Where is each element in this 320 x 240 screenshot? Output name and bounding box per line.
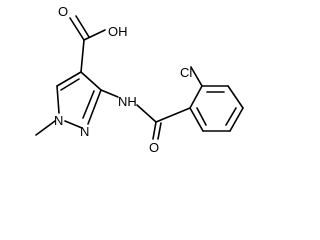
bond-camide-o xyxy=(152,121,157,140)
atom-label-n2: N xyxy=(80,124,89,139)
bond-ar2-cl xyxy=(190,66,203,87)
atom-label-oh: OH xyxy=(108,24,128,39)
atom-label-amide-oxygen: O xyxy=(149,140,159,155)
atom-label-nh: NH xyxy=(118,94,137,109)
bond-ar6-ar1 xyxy=(189,107,204,132)
pyrazole-ring xyxy=(56,71,102,129)
bond-camide-o-double xyxy=(157,122,162,140)
carboxylic-acid-group xyxy=(69,15,106,73)
atom-label-n1: N xyxy=(54,113,63,128)
bond-ar4-ar5 xyxy=(229,107,244,132)
bond-c4-c5 xyxy=(80,71,102,91)
chemical-structure-diagram: OH O NH Cl N N O xyxy=(35,4,244,155)
atom-label-chlorine: Cl xyxy=(180,65,192,80)
bond-n2-c5-inner xyxy=(82,90,95,119)
bond-ar3-ar4 xyxy=(227,85,244,109)
bond-n2-c5 xyxy=(87,89,102,125)
bond-n1-methyl xyxy=(35,120,56,136)
bond-cacid-oh xyxy=(83,29,106,41)
bond-n1-n2 xyxy=(64,120,83,129)
bond-ar4-ar5-inner xyxy=(225,107,237,126)
bond-nh-camide xyxy=(136,104,157,123)
bond-camide-ring xyxy=(155,107,191,123)
atom-label-acid-oxygen: O xyxy=(58,4,68,19)
bond-c4-c3 xyxy=(56,71,82,87)
bond-c4-c3-inner xyxy=(60,78,80,91)
bond-cacid-o-double xyxy=(75,15,90,38)
bond-cacid-o xyxy=(69,17,85,41)
bond-ar1-ar2 xyxy=(189,85,203,109)
amide-group xyxy=(100,89,191,140)
bond-c5-nh xyxy=(100,89,119,98)
benzene-ring xyxy=(189,66,244,132)
bond-ar6-ar1-inner xyxy=(196,107,207,126)
bond-c4-cacid xyxy=(80,39,85,73)
bond-c3-n1 xyxy=(56,85,60,114)
